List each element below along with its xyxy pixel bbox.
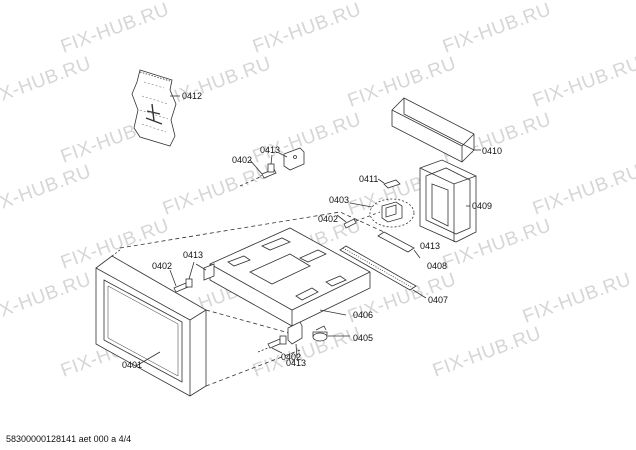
label-0409: 0409 [472, 201, 493, 211]
label-0402: 0402 [232, 155, 253, 165]
frame-part-0401 [95, 211, 385, 397]
label-0405: 0405 [353, 333, 374, 343]
trim-strip-part-0410 [391, 97, 481, 163]
label-0408: 0408 [427, 261, 448, 271]
screw-part-0402-lower [257, 335, 287, 354]
screw-part-0402-right [336, 211, 381, 229]
screw-part-0402-left [169, 261, 195, 293]
label-0413: 0413 [260, 145, 281, 155]
bracket-part-0403 [349, 198, 415, 228]
rail-part-0408 [377, 231, 421, 259]
rail-part-0407 [339, 245, 427, 299]
label-0411: 0411 [359, 174, 379, 184]
label-0410: 0410 [482, 146, 503, 156]
label-0413: 0413 [420, 241, 441, 251]
bag-part-0412 [131, 69, 180, 147]
label-0402: 0402 [281, 352, 302, 362]
label-0402: 0402 [318, 214, 339, 224]
label-0413: 0413 [183, 250, 204, 260]
knob-part-0405 [312, 325, 350, 342]
bracket-part-0413-lower [287, 321, 303, 359]
label-0403: 0403 [329, 195, 350, 205]
label-0406: 0406 [353, 310, 374, 320]
label-0402: 0402 [152, 261, 173, 271]
label-0407: 0407 [428, 295, 449, 305]
bracket-part-0413-upper [278, 147, 305, 171]
clip-part-0411 [377, 178, 401, 189]
box-part-0409 [419, 159, 477, 243]
spacer-part-0413-upper [267, 154, 275, 173]
label-0413: 0413 [286, 358, 307, 368]
bracket-part-0413-tray [195, 263, 207, 271]
label-0401: 0401 [122, 360, 143, 370]
label-0412: 0412 [182, 91, 203, 101]
tray-part-0406 [203, 227, 371, 327]
footer-document-code: 58300000128141 aet 000 a 4/4 [6, 434, 132, 444]
